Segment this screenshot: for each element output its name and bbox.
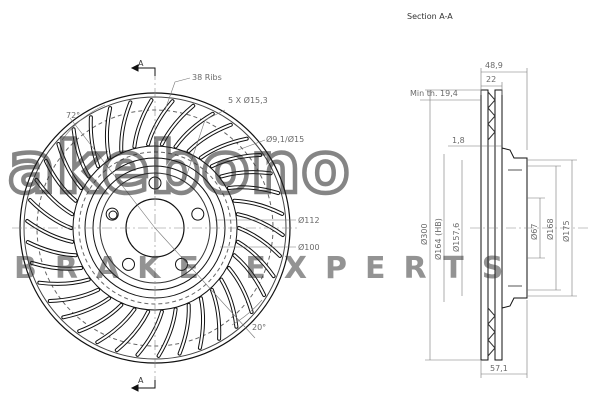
rib-angle-label: 72°	[66, 111, 80, 120]
hat-step-label: 1,8	[452, 136, 465, 145]
section-marker-top: A	[138, 59, 144, 68]
cooling-rib-inner	[157, 308, 177, 357]
ribs-label: 38 Ribs	[192, 73, 222, 82]
cooling-rib-inner	[78, 303, 123, 333]
cooling-rib-inner	[136, 310, 163, 356]
center-bore-label: Ø67	[529, 224, 539, 240]
cooling-rib-inner	[89, 116, 100, 168]
cooling-rib	[135, 309, 164, 357]
height-label: 57,1	[490, 364, 508, 373]
section-marker-bottom: A	[138, 376, 144, 385]
cooling-rib-inner	[57, 143, 83, 189]
small-ring-hole	[108, 210, 118, 220]
braking-diameter-label: Ø164 (HB)	[433, 218, 443, 260]
cooling-rib-inner	[147, 100, 174, 146]
disc-width-label: 22	[486, 75, 496, 84]
cooling-rib-inner	[220, 278, 238, 328]
center-diameter-label: Ø157,6	[451, 223, 461, 252]
cooling-rib-inner	[187, 123, 232, 153]
cooling-rib-inner	[44, 160, 77, 202]
cooling-rib-inner	[233, 199, 284, 215]
bolt-hole	[122, 257, 135, 271]
cooling-rib-inner	[62, 297, 111, 319]
bolt-hole	[191, 207, 205, 221]
cooling-rib-inner	[210, 154, 262, 168]
pcd-label: Ø168	[545, 218, 555, 240]
cooling-ribs	[25, 98, 285, 358]
cooling-rib-inner	[96, 308, 136, 344]
cooling-rib-inner	[220, 171, 272, 178]
cooling-rib-inner	[38, 278, 90, 285]
cooling-rib-inner	[160, 104, 195, 146]
cooling-rib-inner	[72, 128, 90, 178]
cooling-rib-inner	[115, 310, 150, 352]
cooling-rib-inner	[238, 227, 281, 257]
outer-diameter-label: Ø300	[419, 223, 429, 245]
cooling-rib-inner	[233, 254, 266, 296]
inner-diameter-label: Ø100	[298, 242, 320, 252]
cooling-rib-inner	[198, 297, 205, 349]
cooling-rib-inner	[26, 241, 77, 257]
watermark: akebono BRAKE EXPERTS	[6, 125, 521, 286]
vent-channel-bottom	[487, 307, 496, 357]
cooling-rib-inner	[178, 303, 190, 355]
cooling-rib-inner	[105, 107, 112, 159]
section-view	[420, 68, 590, 378]
cooling-rib-inner	[48, 288, 100, 302]
cooling-rib-inner	[210, 288, 221, 340]
friction-plate-inner	[494, 89, 503, 361]
cooling-rib-inner	[133, 99, 153, 148]
cooling-rib-inner	[236, 213, 284, 236]
section-title: Section A-A	[407, 12, 453, 21]
watermark-tagline: BRAKE EXPERTS	[14, 251, 521, 286]
vent-channel-top	[487, 91, 496, 141]
cooling-rib-inner	[227, 267, 253, 313]
cooling-rib-inner	[29, 199, 72, 229]
min-thickness-label: Min th. 19,4	[410, 89, 458, 98]
bolt-holes-label: 5 X Ø15,3	[228, 95, 268, 105]
hub-outer-label: Ø175	[561, 220, 571, 242]
cooling-rib-inner	[30, 261, 83, 270]
watermark-brand: akebono	[8, 127, 351, 209]
cooling-rib-inner	[26, 220, 74, 243]
bottom-angle-label: 20°	[252, 323, 266, 332]
cooling-rib-inner	[199, 137, 248, 159]
cooling-rib-inner	[35, 178, 74, 216]
bolt-hole	[148, 176, 162, 190]
cooling-rib-inner	[227, 186, 280, 195]
cooling-rib-inner	[174, 112, 214, 148]
bolt-hole	[175, 257, 188, 271]
front-view	[12, 64, 300, 392]
friction-plate-outer	[480, 89, 489, 361]
hub-diameter-label: Ø112	[298, 215, 320, 225]
bolt-hole	[105, 207, 119, 221]
total-width-label: 48,9	[485, 61, 503, 70]
cooling-rib	[47, 287, 101, 303]
cooling-rib	[61, 296, 112, 320]
cooling-rib-inner	[236, 240, 275, 278]
cooling-rib-inner	[120, 101, 132, 153]
ring-label: Ø9,1/Ø15	[266, 134, 304, 144]
bolt-holes	[105, 176, 205, 271]
